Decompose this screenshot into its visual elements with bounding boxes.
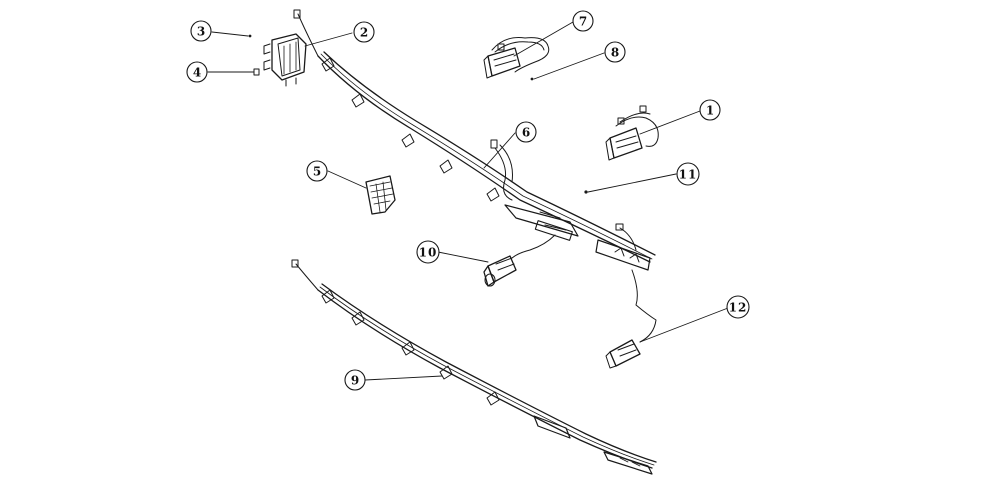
callout-12: 12 bbox=[726, 295, 750, 319]
part-7-module bbox=[483, 37, 550, 79]
upper-curtain-airbag-rail bbox=[293, 9, 657, 343]
svg-text:12: 12 bbox=[729, 301, 748, 315]
svg-text:10: 10 bbox=[419, 246, 438, 260]
callout-6: 6 bbox=[515, 121, 537, 143]
part-4-screw bbox=[239, 68, 260, 76]
part-12-module bbox=[605, 339, 641, 369]
lower-curtain-airbag-rail bbox=[291, 259, 657, 475]
callout-11: 11 bbox=[676, 162, 700, 186]
part-1-module bbox=[605, 105, 659, 161]
part-5-cover bbox=[365, 175, 396, 215]
svg-text:9: 9 bbox=[351, 374, 359, 388]
svg-text:4: 4 bbox=[193, 66, 201, 80]
part-3-dot bbox=[248, 34, 252, 38]
svg-text:8: 8 bbox=[611, 46, 619, 60]
leader-lines bbox=[207, 21, 729, 381]
callout-5: 5 bbox=[306, 160, 328, 182]
svg-text:11: 11 bbox=[679, 168, 698, 182]
part-11-dot bbox=[584, 190, 588, 194]
callout-9: 9 bbox=[344, 369, 366, 391]
callout-7: 7 bbox=[572, 10, 594, 32]
svg-text:5: 5 bbox=[313, 165, 321, 179]
part-10-inflator bbox=[483, 255, 517, 287]
callout-4: 4 bbox=[186, 61, 208, 83]
callout-1: 1 bbox=[699, 99, 721, 121]
callout-10: 10 bbox=[416, 240, 440, 264]
svg-text:3: 3 bbox=[197, 25, 205, 39]
callout-2: 2 bbox=[353, 21, 375, 43]
callout-8: 8 bbox=[604, 41, 626, 63]
callout-3: 3 bbox=[190, 20, 212, 42]
svg-text:7: 7 bbox=[579, 15, 587, 29]
part-2-module bbox=[263, 33, 307, 87]
svg-text:2: 2 bbox=[360, 26, 368, 40]
svg-text:1: 1 bbox=[706, 104, 714, 118]
svg-text:6: 6 bbox=[522, 126, 530, 140]
part-8-dot bbox=[530, 77, 534, 81]
